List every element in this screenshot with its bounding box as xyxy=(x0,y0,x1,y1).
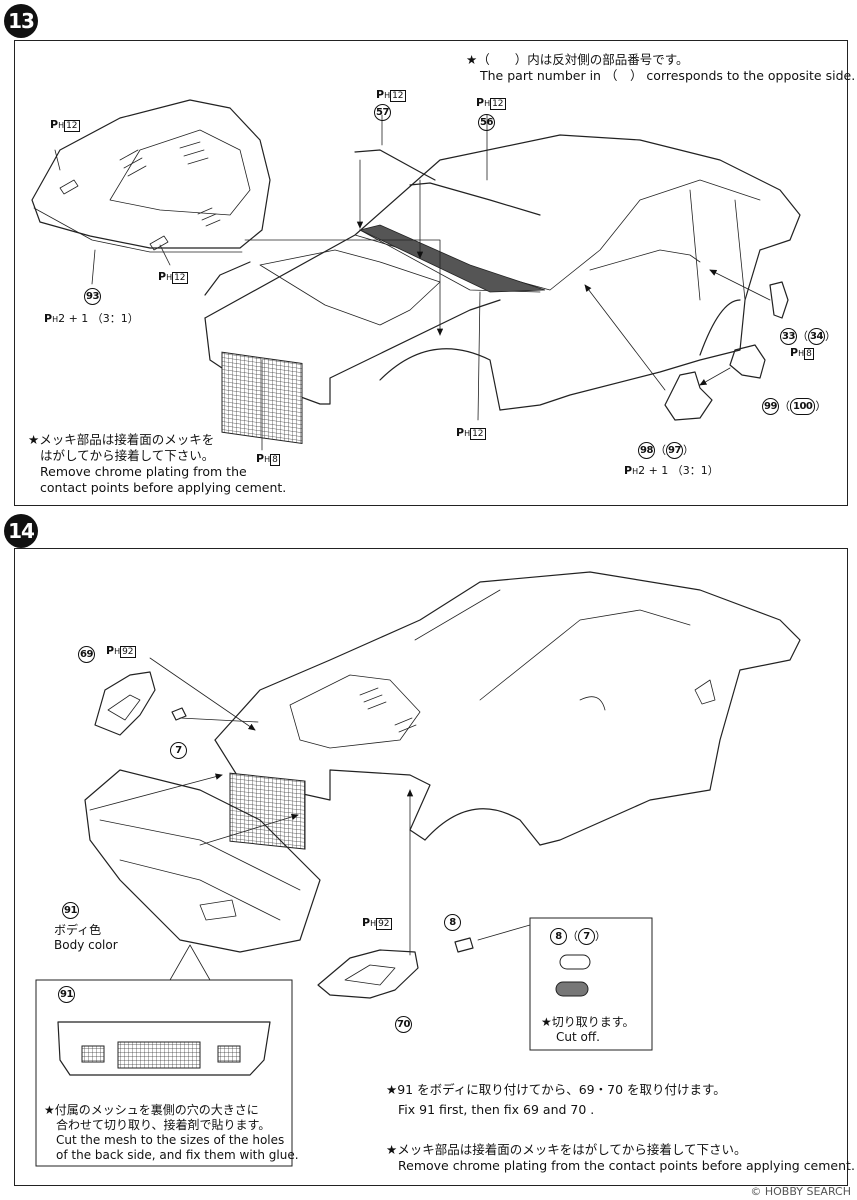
part-label-99: 99（100） xyxy=(762,398,826,415)
car-body-13 xyxy=(204,134,801,411)
paint-code-70: 92 xyxy=(376,918,392,930)
part-number-34: 34 xyxy=(808,328,825,345)
part-number-7-detail: 7 xyxy=(578,928,595,945)
part-number-100: 100 xyxy=(790,398,816,415)
part-label-7: 7 xyxy=(170,742,187,759)
fix-note-jp: ★91 をボディに取り付けてから、69・70 を取り付けます。 xyxy=(386,1082,726,1097)
watermark: © HOBBY SEARCH xyxy=(750,1185,851,1198)
paint-code-hood: 12 xyxy=(64,120,80,132)
cutoff-jp: ★切り取ります。 xyxy=(541,1015,635,1029)
part-number-93: 93 xyxy=(84,288,101,305)
part-number-97: 97 xyxy=(666,442,683,459)
mirror-cover-99 xyxy=(729,344,766,379)
wiper-56 xyxy=(409,182,541,216)
guide-arrows-13 xyxy=(54,114,771,451)
part-number-8: 8 xyxy=(444,914,461,931)
part-number-98: 98 xyxy=(638,442,655,459)
pin-detail-box xyxy=(529,917,653,1051)
part-label-33: 33（34） xyxy=(780,328,836,345)
part-label-98: 98（97） xyxy=(638,442,694,459)
mix-ratio-mirror: 2 + 1 （3：1） xyxy=(638,464,719,477)
mesh-note-en-2: of the back side, and fix them with glue… xyxy=(56,1148,299,1162)
step-14-number: 14 xyxy=(8,519,35,543)
part-label-69: 69 xyxy=(78,646,95,663)
part-number-56: 56 xyxy=(478,114,495,131)
hood-part-93 xyxy=(31,99,271,253)
part-number-91: 91 xyxy=(62,902,79,919)
chrome-note-13-jp-2: はがしてから接着して下さい。 xyxy=(40,448,215,463)
mesh-note-jp-2: 合わせて切り取り、接着剤で貼ります。 xyxy=(56,1118,271,1132)
cowl-strip xyxy=(358,224,546,293)
opposite-side-note-en: The part number in （ ） corresponds to th… xyxy=(480,68,856,83)
part-label-70: 70 xyxy=(395,1016,412,1033)
paint-code-mesh: 8 xyxy=(270,454,280,466)
part-label-91-detail: 91 xyxy=(58,986,75,1003)
chrome-note-14-jp: ★メッキ部品は接着面のメッキをはがしてから接着して下さい。 xyxy=(386,1142,747,1157)
step-13-panel xyxy=(14,40,848,506)
wiper-under xyxy=(204,261,251,296)
mesh-note-jp-1: ★付属のメッシュを裏側の穴の大きさに xyxy=(44,1103,259,1117)
chrome-note-13-en-2: contact points before applying cement. xyxy=(40,480,287,495)
mesh-note-en-1: Cut the mesh to the sizes of the holes xyxy=(56,1133,285,1147)
step-13-badge: 13 xyxy=(4,4,38,38)
part-number-70: 70 xyxy=(395,1016,412,1033)
step-13-number: 13 xyxy=(8,9,35,33)
part-number-7: 7 xyxy=(170,742,187,759)
fix-note-en: Fix 91 first, then fix 69 and 70 . xyxy=(398,1102,595,1117)
body-color-jp: ボディ色 xyxy=(54,923,102,937)
part-label-57: 57 xyxy=(374,104,391,121)
part-number-57: 57 xyxy=(374,104,391,121)
part-number-99: 99 xyxy=(762,398,779,415)
paint-code-hood-2: 12 xyxy=(172,272,188,284)
paint-code-cowl: 12 xyxy=(470,428,486,440)
bumper-detail-box xyxy=(35,979,293,1167)
paint-code-56: 12 xyxy=(490,98,506,110)
mix-ratio-hood: 2 + 1 （3：1） xyxy=(58,312,139,325)
part-number-69: 69 xyxy=(78,646,95,663)
part-label-91: 91 xyxy=(62,902,79,919)
vent-33 xyxy=(769,281,789,319)
part-number-33: 33 xyxy=(780,328,797,345)
headlight-70 xyxy=(317,949,419,999)
headlight-69 xyxy=(94,671,156,736)
paint-code-69: 92 xyxy=(120,646,136,658)
chrome-note-13-jp-1: ★メッキ部品は接着面のメッキを xyxy=(28,432,215,447)
paint-code-vent: 8 xyxy=(804,348,814,360)
cutoff-en: Cut off. xyxy=(556,1030,600,1044)
pin-detail-label: 8（7） xyxy=(550,928,606,945)
body-color-en: Body color xyxy=(54,938,118,952)
pin-7 xyxy=(171,707,187,721)
wiper-57 xyxy=(354,149,436,181)
mix-label-mirror: PH2 + 1 （3：1） xyxy=(624,464,719,477)
opposite-side-note-jp: ★（ ）内は反対側の部品番号です。 xyxy=(466,52,689,67)
bumper-91 xyxy=(84,769,321,953)
step-14-panel xyxy=(14,548,848,1186)
part-number-8-detail: 8 xyxy=(550,928,567,945)
paint-code-57: 12 xyxy=(390,90,406,102)
part-number-91-detail: 91 xyxy=(58,986,75,1003)
guide-arrows-14 xyxy=(89,657,531,981)
part-label-56: 56 xyxy=(478,114,495,131)
mirror-base-98 xyxy=(664,371,713,421)
pin-8 xyxy=(454,937,474,953)
part-label-93: 93 xyxy=(84,288,101,305)
chrome-note-14-en: Remove chrome plating from the contact p… xyxy=(398,1158,855,1173)
mix-label-hood: PH2 + 1 （3：1） xyxy=(44,312,139,325)
part-label-8: 8 xyxy=(444,914,461,931)
step-14-badge: 14 xyxy=(4,514,38,548)
chrome-note-13-en-1: Remove chrome plating from the xyxy=(40,464,247,479)
